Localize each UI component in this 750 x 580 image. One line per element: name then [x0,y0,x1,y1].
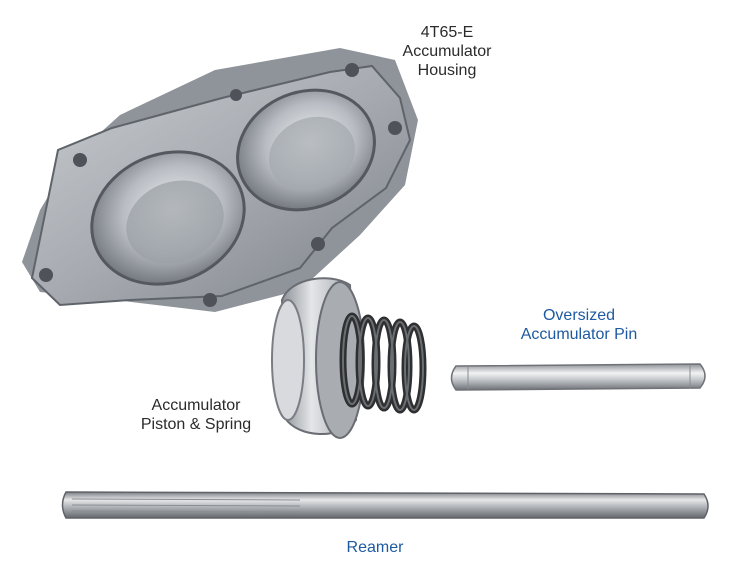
accumulator-housing [22,48,418,312]
pin-label-line1: Oversized [542,307,616,324]
piston-label-line1: Accumulator [151,397,241,414]
pin-label: Oversized Accumulator Pin [508,306,650,344]
reamer-label: Reamer [330,538,420,557]
housing-label-line3: Housing [417,62,477,79]
pin-label-line2: Accumulator Pin [520,326,638,343]
piston-label: Accumulator Piston & Spring [126,396,266,434]
accumulator-piston-spring [271,277,427,439]
housing-label-line1: 4T65-E [420,24,474,41]
reamer-label-line1: Reamer [346,539,404,556]
piston-label-line2: Piston & Spring [140,416,252,433]
housing-label: 4T65-E Accumulator Housing [386,23,508,80]
reamer-tool [61,491,709,519]
housing-label-line2: Accumulator [402,43,492,60]
oversized-accumulator-pin [450,363,706,391]
